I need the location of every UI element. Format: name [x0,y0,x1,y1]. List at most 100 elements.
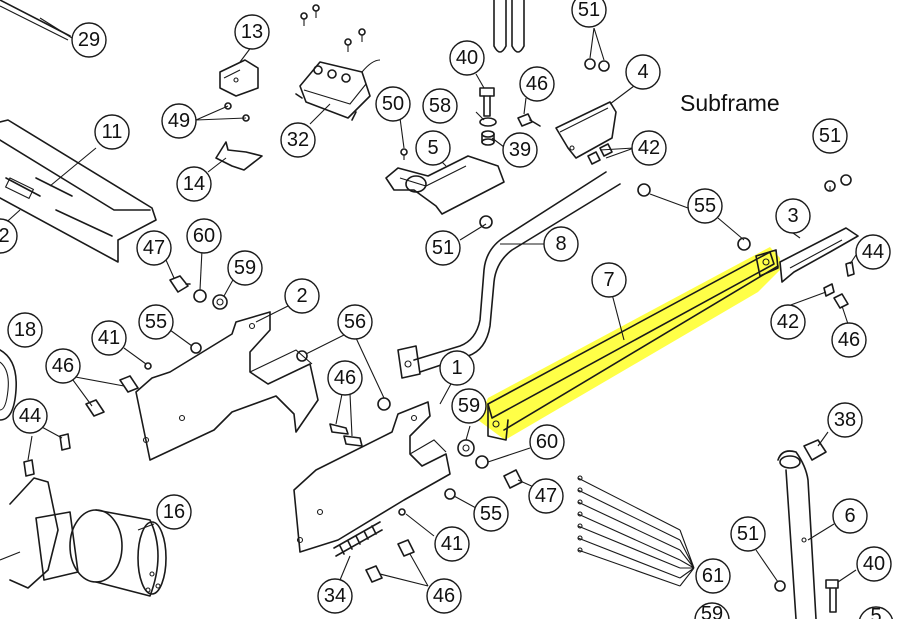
part-40-bolt [479,87,495,117]
callout-2: 2 [284,278,320,314]
callout-47-top: 47 [136,230,172,266]
part-7-bar [487,249,779,441]
callout-1: 1 [439,350,475,386]
callout-32: 32 [280,122,316,158]
svg-text:7: 7 [603,269,614,291]
svg-text:61: 61 [702,565,724,587]
svg-text:59: 59 [701,603,723,619]
part-51-nut-b [479,215,493,229]
callout-55-left: 55 [138,304,174,340]
callout-34: 34 [317,578,353,614]
part-41-screw-b [398,508,406,516]
callout-5-bottom: 5 [859,605,893,619]
part-61-cable-ties [577,475,681,587]
svg-text:16: 16 [163,501,185,523]
part-59-washer-b [457,439,475,457]
svg-text:49: 49 [168,110,190,132]
callout-38: 38 [827,402,863,438]
part-60-washer-a [193,289,207,303]
svg-text:51: 51 [737,523,759,545]
callout-61: 61 [695,558,731,594]
svg-text:40: 40 [456,47,478,69]
svg-text:34: 34 [324,585,346,607]
part-47-bolt-a [169,275,191,293]
callout-29: 29 [71,22,107,58]
callout-55-bottom: 55 [473,496,509,532]
svg-text:5: 5 [870,605,881,619]
svg-text:58: 58 [429,95,451,117]
part-4-bracket [555,101,617,159]
callout-8: 8 [543,226,579,262]
part-51-nuts-top [584,58,610,72]
callout-47-mid: 47 [528,478,564,514]
part-5-bracket [385,155,505,215]
callout-46-mid: 46 [327,360,363,396]
svg-text:60: 60 [193,225,215,247]
svg-text:42: 42 [777,311,799,333]
callout-46-bottom: 46 [426,578,462,614]
callout-14: 14 [176,166,212,202]
callout-41-bottom: 41 [434,526,470,562]
callout-46-right: 46 [831,322,867,358]
part-55-nut-c [444,488,456,500]
callout-51-right: 51 [812,118,848,154]
svg-text:41: 41 [98,327,120,349]
leader-lines [0,17,859,587]
callout-55-top: 55 [687,188,723,224]
part-13-bracket [219,59,259,97]
svg-text:41: 41 [441,533,463,555]
svg-text:55: 55 [145,311,167,333]
part-8-bar [397,171,621,379]
part-46-bolts-bottom [365,539,415,583]
svg-text:47: 47 [535,485,557,507]
diagram-title: Subframe [680,90,780,116]
callout-60-mid: 60 [529,424,565,460]
svg-text:46: 46 [433,585,455,607]
callout-39: 39 [502,132,538,168]
callout-51-bottom: 51 [730,516,766,552]
callout-46-top: 46 [519,66,555,102]
svg-text:59: 59 [234,257,256,279]
part-46-bolt-a [517,113,541,127]
callout-16: 16 [156,494,192,530]
callout-44-right: 44 [855,234,891,270]
svg-text:14: 14 [183,173,205,195]
part-11-frame-rail [0,119,157,263]
svg-text:60: 60 [536,431,558,453]
svg-text:42: 42 [638,137,660,159]
callout-51-top: 51 [571,0,607,28]
svg-text:46: 46 [334,367,356,389]
callout-50: 50 [375,86,411,122]
part-55-nut-a [637,183,751,251]
callout-44-left: 44 [12,398,48,434]
callout-41-top: 41 [91,320,127,356]
svg-text:46: 46 [526,73,548,95]
part-47-bolt-b [503,469,523,489]
callout-40-bottom: 40 [856,546,892,582]
part-29-rod [0,0,71,41]
svg-text:40: 40 [863,553,885,575]
part-1-plate [293,401,451,553]
part-46-bolt-b [833,293,849,309]
callout-2-left: 2 [0,218,18,254]
callout-13: 13 [234,14,270,50]
callout-49: 49 [161,103,197,139]
svg-text:29: 29 [78,29,100,51]
callout-59-top: 59 [227,250,263,286]
part-50-screw [400,148,408,160]
svg-text:55: 55 [694,195,716,217]
callout-6: 6 [832,498,868,534]
callout-59-mid: 59 [451,388,487,424]
callout-5: 5 [415,130,451,166]
svg-text:50: 50 [382,93,404,115]
part-6-post [777,450,817,619]
callout-4: 4 [625,54,661,90]
part-59-washer-a [212,294,228,310]
callout-18: 18 [7,312,43,348]
svg-text:56: 56 [344,311,366,333]
callout-59-bottom: 59 [694,602,730,619]
callout-3: 3 [775,198,811,234]
callout-11: 11 [94,114,130,150]
svg-text:11: 11 [102,121,123,143]
svg-text:5: 5 [427,137,438,159]
